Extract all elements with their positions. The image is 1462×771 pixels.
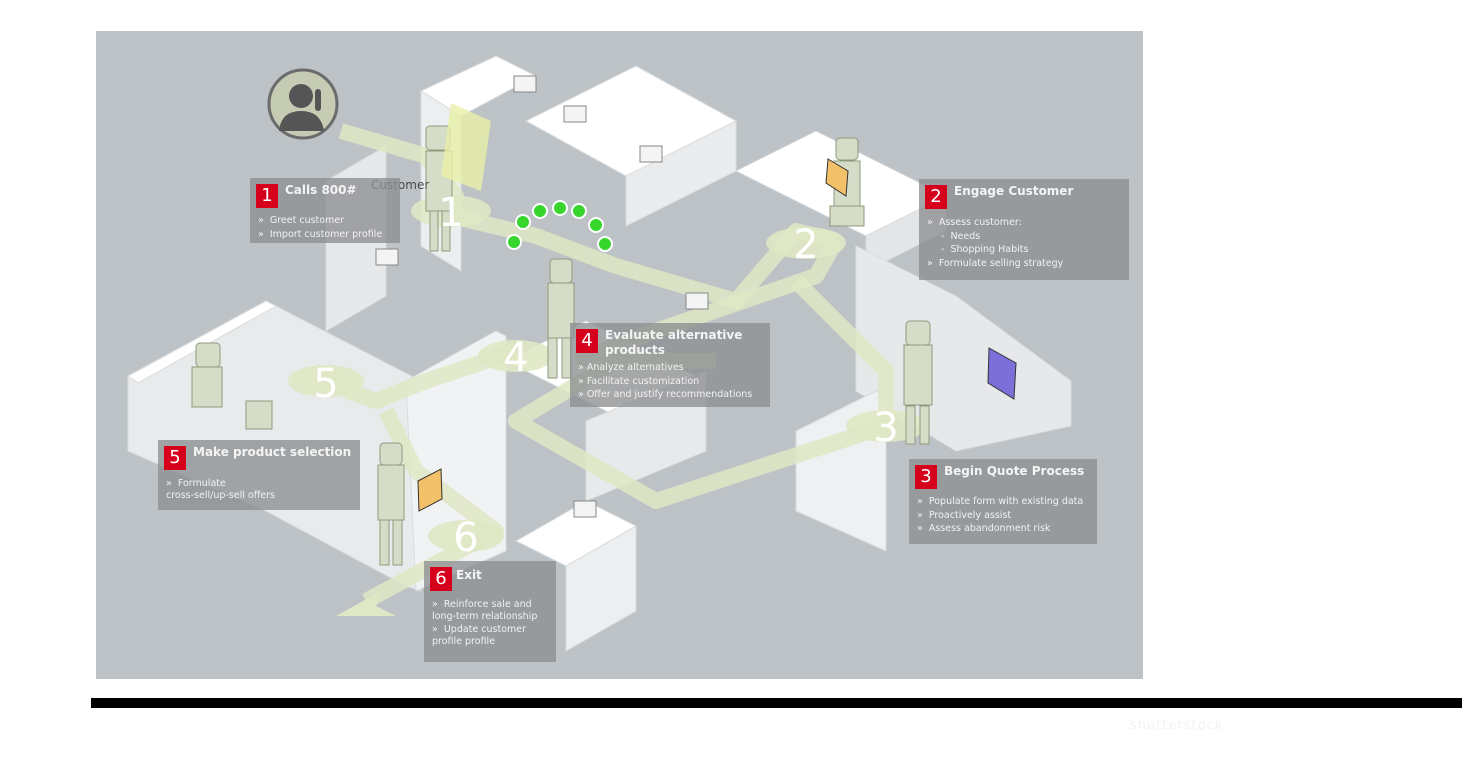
step-1-bullet: » Greet customer bbox=[258, 215, 345, 226]
step-4-title-line-2: products bbox=[605, 343, 665, 357]
step-4-bullets: » Analyze alternatives » Facilitate cust… bbox=[578, 362, 752, 403]
step-1-bullets: » Greet customer » Import customer profi… bbox=[258, 215, 382, 242]
step-4-bullet: » Analyze alternatives bbox=[578, 362, 684, 373]
step-3-bullet: » Assess abandonment risk bbox=[917, 523, 1051, 534]
step-1-bullet: » Import customer profile bbox=[258, 228, 383, 240]
step-2-sub: - Shopping Habits bbox=[941, 244, 1029, 255]
step-2-bullet: » Assess customer: bbox=[927, 217, 1022, 228]
step-6-bullet: » Update customer bbox=[432, 624, 527, 635]
step-6-bullets: » Reinforce sale and long-term relations… bbox=[432, 599, 537, 649]
step-2-bullet: » Formulate selling strategy bbox=[927, 257, 1064, 269]
step-1-badge: 1 bbox=[256, 184, 278, 208]
step-1-box: 1 Calls 800# » Greet customer » Import c… bbox=[250, 178, 400, 243]
step-1-title: Calls 800# bbox=[285, 183, 357, 197]
path-number-discs bbox=[288, 195, 926, 552]
step-6-bullet: » Reinforce sale and bbox=[432, 599, 532, 610]
path-number-3: 3 bbox=[873, 405, 898, 451]
step-4-bullet: » Facilitate customization bbox=[578, 375, 700, 387]
path-number-2: 2 bbox=[793, 222, 818, 268]
step-4-title: Evaluate alternative bbox=[605, 328, 743, 342]
step-3-bullet: » Proactively assist bbox=[917, 509, 1012, 521]
step-3-title: Begin Quote Process bbox=[944, 464, 1085, 478]
step-4-bullet: » Offer and justify recommendations bbox=[578, 389, 753, 400]
step-5-title: Make product selection bbox=[193, 445, 352, 459]
step-4-badge: 4 bbox=[576, 329, 598, 353]
step-5-badge: 5 bbox=[164, 446, 186, 470]
path-number-6: 6 bbox=[453, 515, 478, 561]
step-6-bullet: long-term relationship bbox=[432, 610, 538, 622]
step-5-bullets: » Formulate cross-sell/up-sell offers bbox=[166, 478, 275, 503]
step-2-title: Engage Customer bbox=[954, 184, 1074, 198]
step-2-bullets: » Assess customer: - Needs - Shopping Ha… bbox=[927, 217, 1063, 271]
path-number-1: 1 bbox=[438, 190, 463, 236]
step-6-title: Exit bbox=[456, 568, 482, 582]
step-4-box: 4 Evaluate alternative products » Analyz… bbox=[570, 323, 770, 407]
assistant-robots bbox=[191, 125, 933, 566]
path-number-4: 4 bbox=[503, 335, 528, 381]
path-numbers: 1 2 3 4 5 6 bbox=[313, 190, 898, 561]
step-3-bullet: » Populate form with existing data bbox=[917, 496, 1084, 507]
option-orbs bbox=[506, 200, 613, 252]
step-2-badge: 2 bbox=[925, 185, 947, 209]
path-number-5: 5 bbox=[313, 361, 338, 407]
step-5-bullet: cross-sell/up-sell offers bbox=[166, 489, 275, 501]
diagram-canvas: 1 2 3 4 5 6 Customer 1 Calls 800# » Gree… bbox=[96, 31, 1143, 679]
bottom-bar bbox=[91, 698, 1462, 708]
step-2-box: 2 Engage Customer » Assess customer: - N… bbox=[919, 179, 1129, 280]
devices bbox=[417, 103, 1017, 512]
cubicle-computers bbox=[375, 75, 709, 518]
step-5-bullet: » Formulate bbox=[166, 478, 226, 489]
customer-icon bbox=[267, 68, 339, 140]
step-3-box: 3 Begin Quote Process » Populate form wi… bbox=[909, 459, 1097, 544]
exit-arrow bbox=[336, 591, 396, 616]
watermark-text: shutterstock bbox=[1130, 718, 1224, 733]
step-5-box: 5 Make product selection » Formulate cro… bbox=[158, 440, 360, 510]
step-6-box: 6 Exit » Reinforce sale and long-term re… bbox=[424, 561, 556, 662]
step-3-bullets: » Populate form with existing data » Pro… bbox=[917, 496, 1083, 537]
step-6-bullet: profile profile bbox=[432, 635, 496, 647]
step-2-sub: - Needs bbox=[941, 230, 981, 242]
step-3-badge: 3 bbox=[915, 465, 937, 489]
step-6-badge: 6 bbox=[430, 567, 452, 591]
